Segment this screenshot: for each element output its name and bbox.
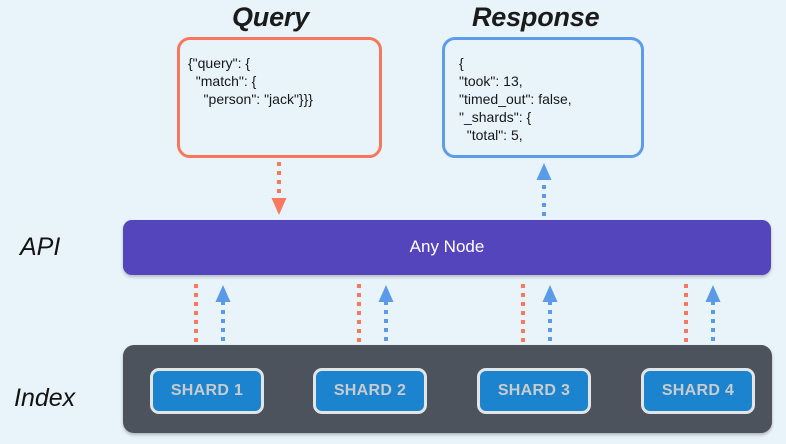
query-to-node-arrow bbox=[271, 162, 287, 216]
node-to-response-arrow bbox=[536, 162, 552, 216]
api-row-label: API bbox=[20, 233, 61, 261]
any-node-bar[interactable]: Any Node bbox=[123, 220, 771, 275]
response-code-text: { "took": 13, "timed_out": false, "_shar… bbox=[459, 55, 572, 143]
response-code-box: { "took": 13, "timed_out": false, "_shar… bbox=[442, 37, 644, 158]
shard-box-2[interactable]: SHARD 2 bbox=[313, 368, 427, 414]
shard-box-4[interactable]: SHARD 4 bbox=[641, 368, 755, 414]
query-title: Query bbox=[232, 2, 310, 32]
query-code-text: {"query": { "match": { "person": "jack"}… bbox=[188, 55, 313, 107]
query-code-box: {"query": { "match": { "person": "jack"}… bbox=[177, 37, 382, 158]
response-title: Response bbox=[472, 2, 600, 32]
any-node-label: Any Node bbox=[409, 237, 485, 256]
index-row-label: Index bbox=[14, 384, 76, 412]
shard-box-3[interactable]: SHARD 3 bbox=[477, 368, 591, 414]
shard-box-1[interactable]: SHARD 1 bbox=[150, 368, 264, 414]
